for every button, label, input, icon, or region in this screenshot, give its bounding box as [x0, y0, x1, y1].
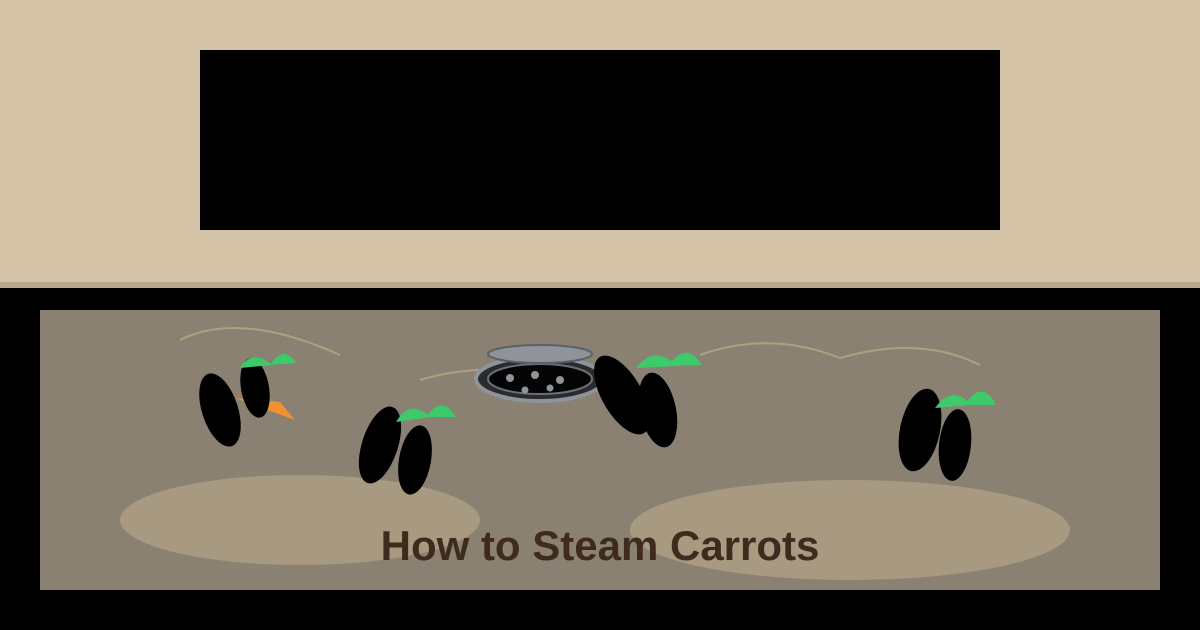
carrot-icon: [898, 388, 996, 481]
hill-line-right: [699, 342, 981, 366]
divider: [0, 282, 1200, 288]
sand-patch-right: [630, 480, 1070, 580]
carrot-icon: [358, 405, 456, 495]
carrot-icon: [594, 352, 702, 448]
page-title: How to Steam Carrots: [380, 522, 820, 569]
illustration-scene: How to Steam Carrots: [40, 310, 1160, 590]
scene-illustration: [120, 327, 1070, 580]
carrot-icon: [199, 353, 296, 447]
hill-line-left: [179, 327, 341, 356]
sand-patch-left: [120, 475, 480, 565]
image-placeholder-block: [200, 50, 1000, 230]
steamer-basket-icon: [474, 344, 606, 403]
